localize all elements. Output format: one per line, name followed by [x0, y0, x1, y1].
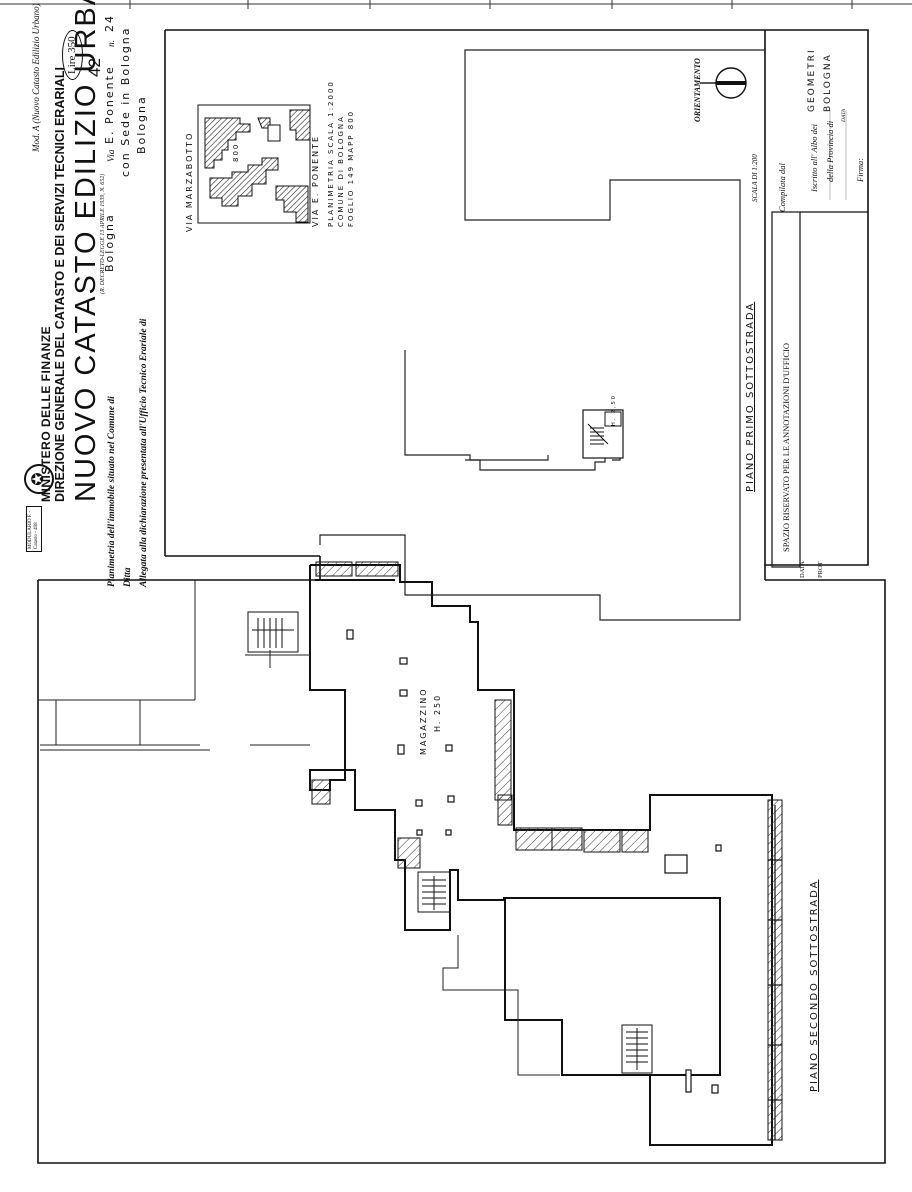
street-label-top: VIA MARZABOTTO: [185, 131, 194, 232]
ditta-label: Ditta: [123, 567, 133, 587]
office-reserved-title: SPAZIO RISERVATO PER LE ANNOTAZIONI D'UF…: [781, 343, 791, 552]
site-caption-foglio: FOGLIO 149 MAPP 800: [347, 109, 355, 227]
republic-emblem-icon: ✪: [24, 464, 54, 494]
number-value: 24: [103, 14, 116, 32]
pillars: [346, 629, 722, 1094]
compass-icon: [700, 67, 747, 99]
comune-value: Bologna: [103, 213, 116, 272]
stairs: [247, 611, 653, 1074]
number-label: n.: [107, 39, 117, 47]
first-basement-label: PIANO PRIMO SOTTOSTRADA: [745, 301, 756, 492]
orientation-label: ORIENTAMENTO: [693, 58, 702, 122]
lot-boundaries: [38, 580, 560, 1076]
allegata-label: Allegata alla dichiarazione presentata a…: [139, 318, 149, 587]
register-value: GEOMETRI: [807, 48, 817, 112]
site-caption-comune: COMUNE DI BOLOGNA: [337, 115, 345, 227]
province-value: BOLOGNA: [823, 53, 833, 112]
scale-label: SCALA DI 1:200: [751, 154, 759, 202]
modulario-stamp: MODULARIO F. - Catasto - 498: [26, 506, 42, 552]
site-caption-scale: PLANIMETRIA SCALA 1:2000: [327, 80, 335, 227]
second-basement-label: PIANO SECONDO SOTTOSTRADA: [809, 879, 820, 1092]
street-label-bottom: VIA E. PONENTE: [311, 134, 320, 227]
stair-room-first-basement: [582, 409, 624, 459]
plan-location-label: Planimetria dell'immobile situato nel Co…: [107, 396, 117, 587]
office-prot-label: PROT: [817, 561, 824, 578]
via-value: E. Ponente: [103, 65, 116, 144]
second-basement-walls: [309, 564, 773, 1146]
register-label: Iscritto all' Albo dei: [809, 123, 819, 192]
small-room-height: H. 2,50: [611, 394, 617, 426]
ufficio-value: Bologna: [135, 95, 148, 154]
office-date-label: DATA: [799, 561, 806, 578]
page-title: NUOVO CATASTO EDILIZIO URBANO: [70, 0, 102, 502]
ditta-value: con Sede in Bologna: [119, 26, 132, 177]
parcel-label: 800: [232, 142, 240, 162]
compiler-date-label: DATA: [841, 108, 847, 122]
signature-label: Firma:: [855, 157, 865, 182]
site-plan-sketch: [197, 104, 311, 224]
room-height: H. 250: [433, 693, 442, 732]
compiled-by-label: Compilata dal: [777, 163, 787, 212]
model-note: Mod. A (Nuovo Catasto Edilizio Urbano): [31, 3, 41, 152]
room-name: MAGAZZINO: [419, 687, 428, 755]
via-label: Via: [107, 149, 117, 163]
province-label: della Provincia di: [825, 120, 835, 182]
direction-title: DIREZIONE GENERALE DEL CATASTO E DEI SER…: [53, 67, 67, 502]
